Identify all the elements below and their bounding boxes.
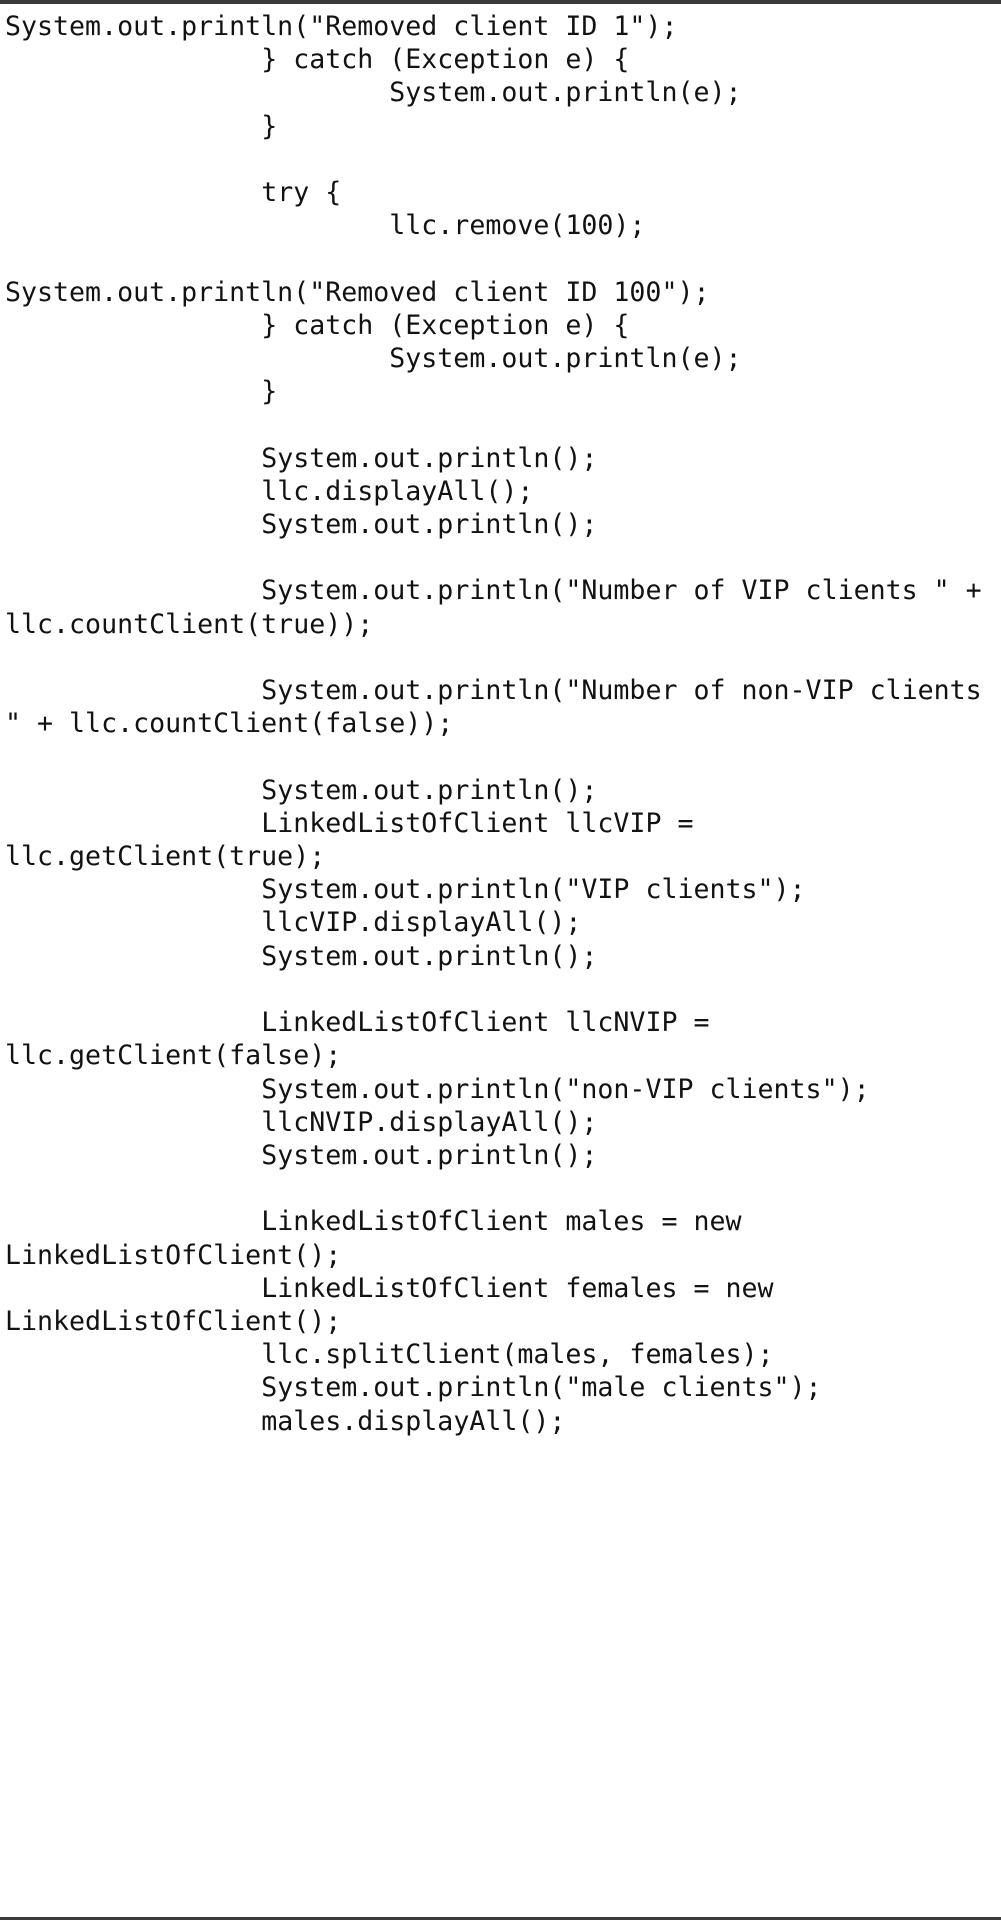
source-code-text[interactable]: System.out.println("Removed client ID 1"… <box>5 11 982 1437</box>
